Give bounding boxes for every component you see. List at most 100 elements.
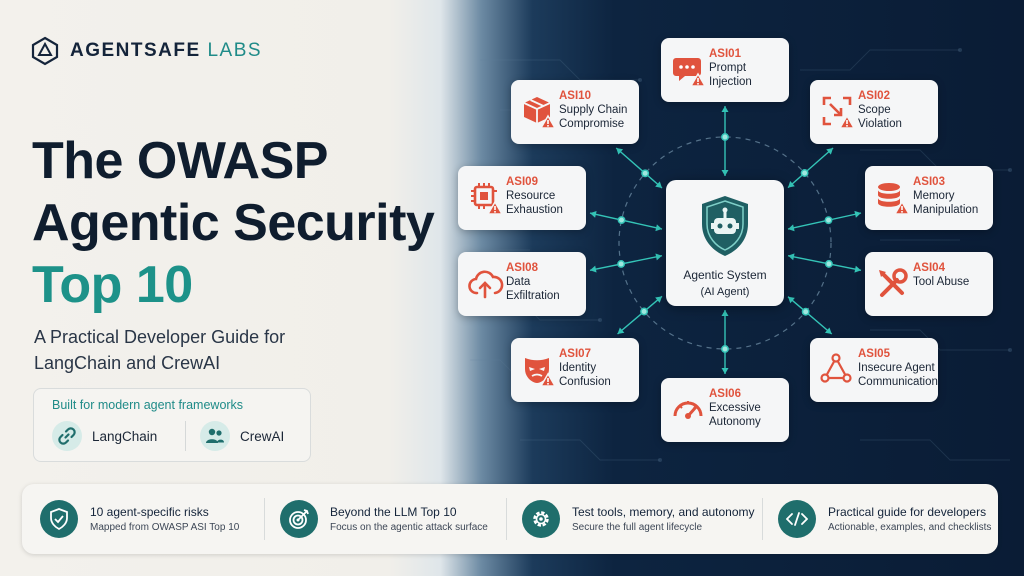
connector-node [617,260,626,268]
risk-card-asi10: ASI10 Supply Chain Compromise [511,80,639,144]
chip-warning-icon [471,183,504,215]
connector-arrowhead [721,368,729,374]
risk-code: ASI10 [559,90,591,102]
framework-divider [185,421,186,451]
users-icon [200,421,230,451]
link-icon [52,421,82,451]
connector-arrowhead [590,210,597,218]
shield-check-icon [40,500,78,538]
robot-shield-icon [702,196,748,256]
connector-node [640,307,649,316]
title-line-2: Agentic Security [32,194,435,252]
chat-warning-icon [673,58,707,87]
connector-arrowhead [616,148,624,155]
frameworks-title: Built for modern agent frameworks [52,398,244,412]
scope-warning-icon [822,96,856,129]
risk-code: ASI08 [506,262,538,274]
connector-arrowhead [788,253,795,261]
connector-line [617,295,663,335]
connector-line [787,147,834,189]
connector-arrowhead [788,296,795,304]
framework-langchain: LangChain [52,421,157,451]
connector-arrowhead [826,148,834,155]
title-line-1: The OWASP [32,132,328,190]
connector-arrowhead [721,170,729,176]
database-warning-icon [878,183,911,215]
risk-label: Scope Violation [858,104,902,130]
page-title: The OWASP Agentic Security Top 10 [32,130,435,316]
risk-code: ASI02 [858,90,890,102]
brand-logo-icon [31,36,59,66]
risk-card-asi03: ASI03 Memory Manipulation [865,166,993,230]
connector-node [824,216,833,225]
connector-node [800,169,809,177]
risk-card-asi06: ASI06 Excessive Autonomy [661,378,789,442]
connector-arrowhead [655,224,662,232]
feature-desc: Actionable, examples, and checklists [828,522,992,533]
connector-line [589,255,663,271]
risk-code: ASI01 [709,48,741,60]
risk-card-asi02: ASI02 Scope Violation [810,80,938,144]
center-agent-card: Agentic System (AI Agent) [666,180,784,306]
cloud-upload-icon [468,270,504,299]
gauge-icon [673,401,703,419]
connector-arrowhead [655,181,662,188]
feature-title: 10 agent-specific risks [90,505,209,519]
risk-label: Resource Exhaustion [506,190,563,216]
risk-code: ASI09 [506,176,538,188]
connector-arrowhead [854,210,861,218]
risk-code: ASI07 [559,348,591,360]
connector-arrowhead [617,327,625,334]
connector-arrowhead [854,265,861,273]
feature-title: Test tools, memory, and autonomy [572,505,755,519]
feature-divider [762,498,763,540]
connector-arrowhead [788,224,795,232]
target-icon [280,500,318,538]
tools-icon [879,268,908,297]
connector-arrowhead [655,253,662,261]
connector-node [617,216,626,225]
connector-arrowhead [590,265,597,273]
brand: AGENTSAFE LABS [30,36,262,66]
feature-desc: Focus on the agentic attack surface [330,522,488,533]
risk-code: ASI03 [913,176,945,188]
connector-line [787,212,862,230]
feature-divider [264,498,265,540]
feature-divider [506,498,507,540]
feature-desc: Secure the full agent lifecycle [572,522,703,533]
framework-label: LangChain [92,428,158,444]
risk-label: Identity Confusion [559,362,611,388]
risk-card-asi07: ASI07 Identity Confusion [511,338,639,402]
risk-label: Supply Chain Compromise [559,104,628,130]
framework-label: CrewAI [240,428,285,444]
risk-label: Data Exfiltration [506,276,560,302]
risk-card-asi01: ASI01 Prompt Injection [661,38,789,102]
feature-title: Practical guide for developers [828,505,987,519]
risk-label: Prompt Injection [709,62,752,88]
risk-label: Excessive Autonomy [709,402,761,428]
connector-node [824,259,833,268]
risk-card-asi05: ASI05 Insecure Agent Communication [810,338,938,402]
network-warning-icon [820,353,852,383]
title-line-3: Top 10 [32,256,193,314]
code-icon [778,500,816,538]
connector-arrowhead [824,327,832,334]
risk-card-asi04: ASI04 Tool Abuse [865,252,993,316]
connector-arrowhead [655,296,662,303]
connector-arrowhead [721,106,729,112]
risk-card-asi09: ASI09 Resource Exhaustion [458,166,586,230]
brand-name: AGENTSAFE LABS [70,40,263,61]
risk-label: Tool Abuse [913,276,970,288]
subtitle: A Practical Developer Guide for LangChai… [34,327,286,373]
risk-label: Insecure Agent Communication [858,362,938,388]
risk-code: ASI06 [709,388,741,400]
center-title: Agentic System [683,268,767,282]
package-warning-icon [523,97,557,129]
frameworks-box: Built for modern agent frameworks LangCh… [33,388,311,462]
features-bar: 10 agent-specific risks Mapped from OWAS… [22,484,998,554]
feature-desc: Mapped from OWASP ASI Top 10 [90,522,240,533]
connector-arrowhead [788,181,795,188]
connector-node [801,307,810,316]
connector-node [721,133,729,141]
